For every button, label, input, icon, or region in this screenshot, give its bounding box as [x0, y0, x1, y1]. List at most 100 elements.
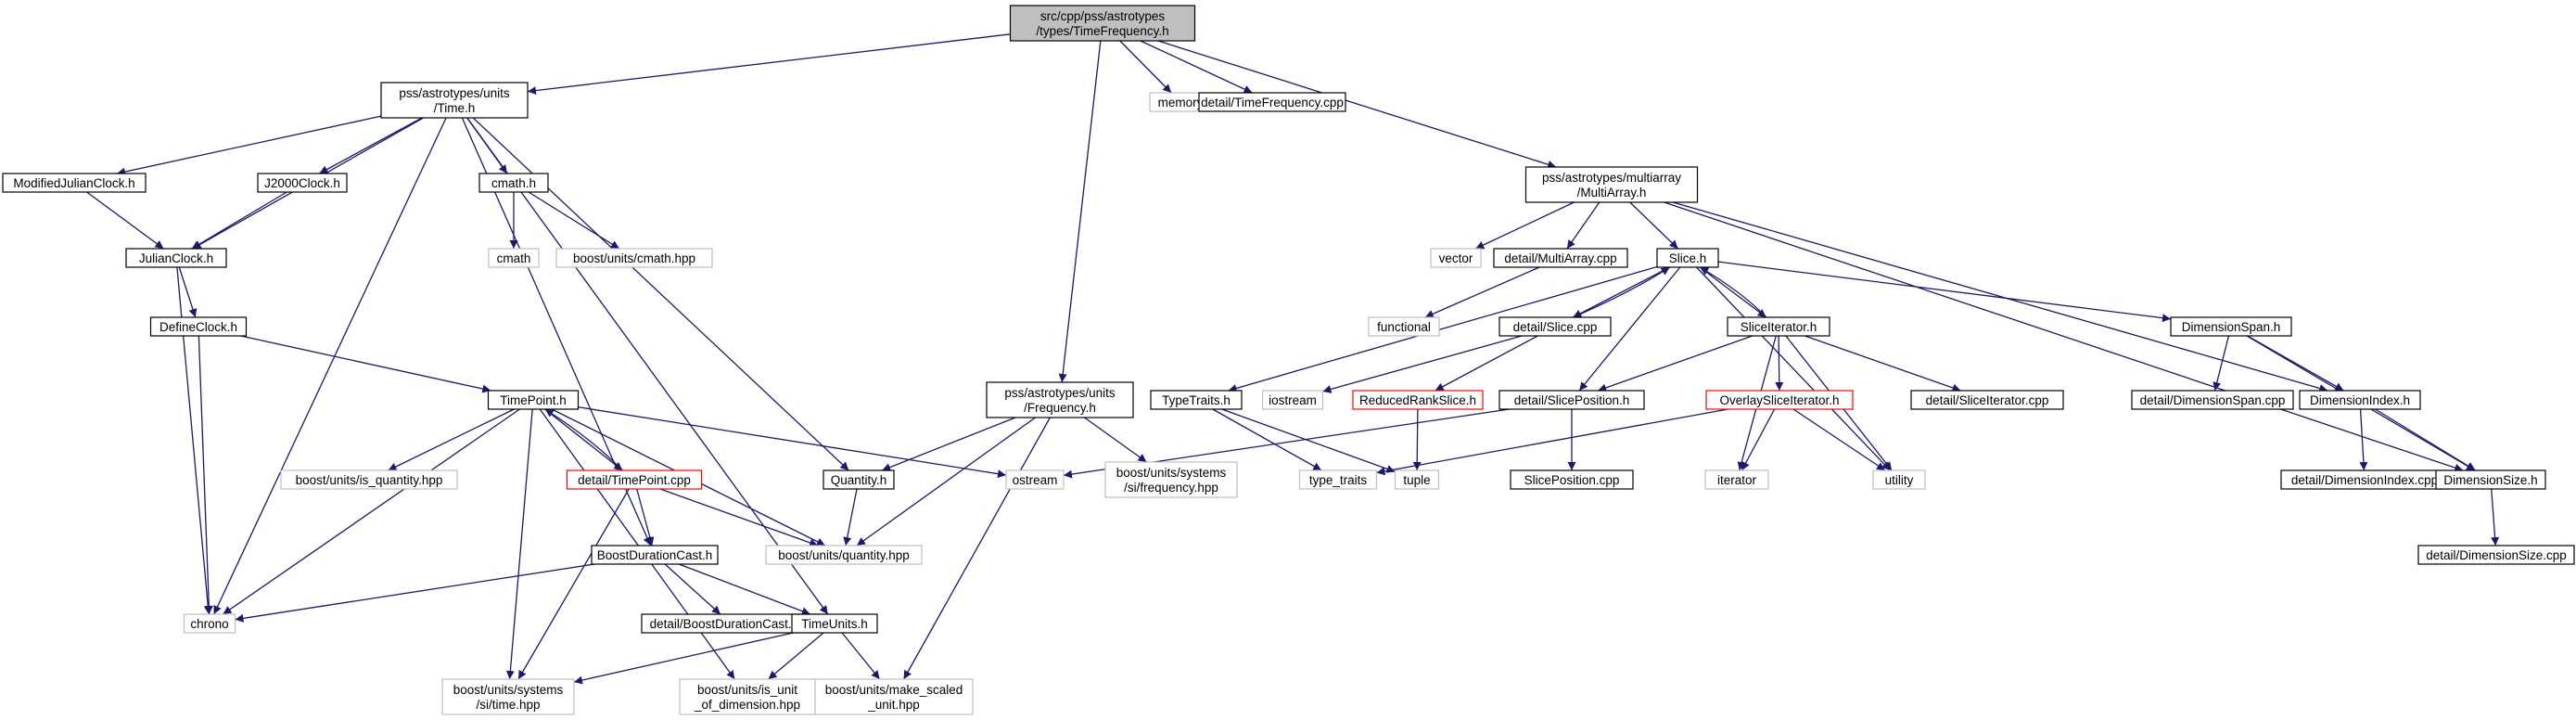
- node-dimsize-cpp[interactable]: detail/DimensionSize.cpp: [2417, 545, 2575, 565]
- node-defineclock-h[interactable]: DefineClock.h: [149, 316, 248, 337]
- node-box: [566, 469, 703, 490]
- node-bu-cmath[interactable]: boost/units/cmath.hpp: [555, 248, 713, 268]
- edge-slice_h-to-dimspan_h: [1717, 261, 2172, 323]
- node-label: TimeUnits.h: [801, 617, 868, 631]
- edge-multiarray_h-to-dimindex_h: [1672, 201, 2328, 392]
- edge-slice_h-to-slice_cpp: [1573, 266, 1670, 318]
- node-cmath-h[interactable]: cmath.h: [478, 173, 549, 193]
- node-timepoint-h[interactable]: TimePoint.h: [487, 390, 580, 410]
- node-typetraits-h[interactable]: TypeTraits.h: [1150, 390, 1243, 410]
- node-julian-h[interactable]: JulianClock.h: [125, 248, 227, 268]
- node-bu-si-time[interactable]: boost/units/systems/si/time.hpp: [441, 678, 575, 715]
- node-tuple[interactable]: tuple: [1394, 469, 1440, 490]
- edge-sliceit_h-to-slicepos_h: [1598, 335, 1753, 392]
- node-iterator[interactable]: iterator: [1704, 469, 1769, 490]
- node-label: BoostDurationCast.h: [597, 548, 713, 562]
- edge-frequency_h-to-bu_si_freq: [1084, 417, 1147, 463]
- node-label: /si/time.hpp: [476, 698, 540, 712]
- edge-timepoint_h-to-bu_si_time: [505, 408, 533, 680]
- node-iostream[interactable]: iostream: [1261, 390, 1324, 410]
- node-label: detail/DimensionSize.cpp: [2426, 548, 2567, 562]
- edge-multiarray_h-to-slice_h: [1629, 201, 1679, 250]
- node-time-h[interactable]: pss/astrotypes/units/Time.h: [380, 82, 529, 119]
- node-label: tuple: [1403, 473, 1430, 487]
- node-box: [1150, 390, 1243, 410]
- edge-frequency_h-to-quantity_h: [881, 417, 1016, 471]
- node-quantity-h[interactable]: Quantity.h: [823, 469, 895, 490]
- node-box: [257, 173, 348, 193]
- node-dimsize-h[interactable]: DimensionSize.h: [2435, 469, 2546, 490]
- node-box: [149, 316, 248, 337]
- node-utility[interactable]: utility: [1872, 469, 1926, 490]
- node-label: memory: [1158, 96, 1204, 109]
- node-label: boost/units/systems: [1116, 466, 1227, 480]
- edge-timepoint_h-to-tp_cpp: [544, 408, 623, 471]
- node-bu-isq[interactable]: boost/units/is_quantity.hpp: [280, 469, 458, 490]
- node-frequency-h[interactable]: pss/astrotypes/units/Frequency.h: [986, 381, 1134, 418]
- node-bu-quantity[interactable]: boost/units/quantity.hpp: [765, 545, 923, 565]
- edge-multiarray_h-to-dimsize_h: [1664, 201, 2464, 472]
- node-box: [555, 248, 713, 268]
- node-sliceit-cpp[interactable]: detail/SliceIterator.cpp: [1910, 390, 2064, 410]
- edge-timepoint_h-to-bu_isq: [388, 408, 515, 471]
- node-root[interactable]: src/cpp/pss/astrotypes/types/TimeFrequen…: [1009, 5, 1196, 42]
- edge-root-to-time_h: [527, 33, 1011, 96]
- edge-slice_h-to-sliceit_h: [1699, 266, 1767, 318]
- edge-bdc_h-to-chrono: [235, 563, 595, 623]
- node-slicepos-h[interactable]: detail/SlicePosition.h: [1498, 390, 1645, 410]
- node-ostream[interactable]: ostream: [1005, 469, 1065, 490]
- node-box: [814, 678, 974, 715]
- node-box: [986, 381, 1134, 418]
- edge-timeunits_h-to-bu_si_time: [573, 632, 794, 685]
- edge-rrs_h-to-tuple: [1412, 408, 1422, 471]
- node-rrs-h[interactable]: ReducedRankSlice.h: [1352, 390, 1484, 410]
- node-bdc-h[interactable]: BoostDurationCast.h: [591, 545, 719, 565]
- edge-j2000_h-to-julian_h: [191, 191, 287, 250]
- edge-multiarray_h-to-ma_cpp: [1566, 201, 1600, 250]
- node-j2000-h[interactable]: J2000Clock.h: [257, 173, 348, 193]
- edge-multiarray_h-to-vector: [1474, 201, 1575, 250]
- node-slicepos-cpp[interactable]: SlicePosition.cpp: [1510, 469, 1634, 490]
- node-dimindex-cpp[interactable]: detail/DimensionIndex.cpp: [2280, 469, 2449, 490]
- node-type-traits[interactable]: type_traits: [1298, 469, 1378, 490]
- node-label: pss/astrotypes/units: [1004, 386, 1116, 400]
- node-box: [1910, 390, 2064, 410]
- node-mjc-h[interactable]: ModifiedJulianClock.h: [2, 173, 147, 193]
- node-box: [125, 248, 227, 268]
- edge-time_h-to-j2000_h: [319, 117, 423, 174]
- node-dimspan-cpp[interactable]: detail/DimensionSpan.cpp: [2131, 390, 2294, 410]
- node-tp-cpp[interactable]: detail/TimePoint.cpp: [566, 469, 703, 490]
- node-multiarray-h[interactable]: pss/astrotypes/multiarray/MultiArray.h: [1524, 166, 1699, 203]
- edge-typetraits_h-to-type_traits: [1212, 408, 1322, 471]
- node-sliceit-h[interactable]: SliceIterator.h: [1727, 316, 1830, 337]
- edge-frequency_h-to-bu_quantity: [856, 417, 1036, 546]
- node-label: JulianClock.h: [139, 251, 213, 265]
- node-osi-h[interactable]: OverlaySliceIterator.h: [1705, 390, 1854, 410]
- edge-julian_h-to-defineclock_h: [178, 266, 198, 318]
- node-bu-isunit[interactable]: boost/units/is_unit_of_dimension.hpp: [679, 678, 816, 715]
- node-bu-mkscaled[interactable]: boost/units/make_scaled_unit.hpp: [814, 678, 974, 715]
- edge-time_h-to-timeunits_h: [466, 117, 829, 615]
- node-label: detail/DimensionSpan.cpp: [2140, 393, 2286, 407]
- node-slice-cpp[interactable]: detail/Slice.cpp: [1498, 316, 1612, 337]
- edge-timeunits_h-to-bu_mkscaled: [841, 632, 881, 680]
- node-ma-cpp[interactable]: detail/MultiArray.cpp: [1493, 248, 1628, 268]
- node-vector[interactable]: vector: [1430, 248, 1482, 268]
- edge-dimindex_h-to-dimindex_cpp: [2359, 408, 2368, 471]
- node-box: [2299, 390, 2421, 410]
- node-label: type_traits: [1309, 473, 1368, 487]
- node-chrono[interactable]: chrono: [183, 613, 236, 634]
- node-functional[interactable]: functional: [1368, 316, 1440, 337]
- node-box: [280, 469, 458, 490]
- edge-cmath_h-to-bu_cmath: [528, 191, 620, 250]
- node-cmath[interactable]: cmath: [488, 248, 540, 268]
- edge-mjc_h-to-julian_h: [86, 191, 164, 250]
- edge-defineclock_h-to-timepoint_h: [240, 335, 491, 393]
- edge-timepoint_h-to-chrono: [223, 408, 520, 615]
- node-dimindex-h[interactable]: DimensionIndex.h: [2299, 390, 2421, 410]
- node-slice-h[interactable]: Slice.h: [1656, 248, 1719, 268]
- node-timeunits-h[interactable]: TimeUnits.h: [791, 613, 878, 634]
- node-tf-cpp[interactable]: detail/TimeFrequency.cpp: [1198, 92, 1346, 112]
- node-dimspan-h[interactable]: DimensionSpan.h: [2170, 316, 2292, 337]
- node-bu-si-freq[interactable]: boost/units/systems/si/frequency.hpp: [1104, 461, 1238, 498]
